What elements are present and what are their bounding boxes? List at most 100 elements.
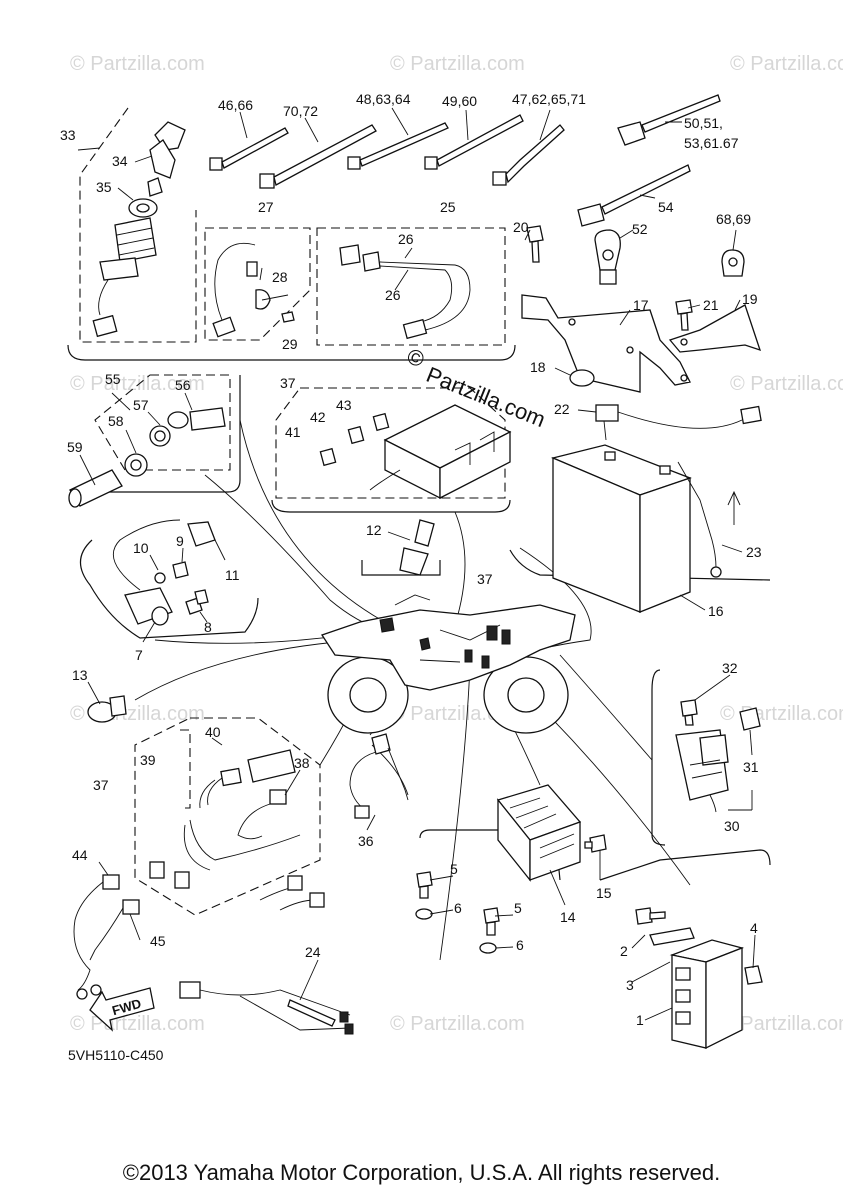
watermark: © Partzilla.com: [730, 53, 843, 75]
cap-56: [167, 407, 226, 431]
bolt-21: [675, 299, 693, 331]
group-bracket: [67, 344, 516, 361]
callout-22: 22: [554, 401, 570, 417]
fwd-arrow: FWD: [89, 987, 155, 1032]
group-55-line: [80, 375, 241, 493]
callout-52: 52: [632, 221, 648, 237]
watermark: © Partzilla.com: [720, 703, 843, 725]
group-frames: [67, 107, 771, 916]
callout-6a: 6: [454, 900, 462, 916]
callout-70: 70,72: [283, 103, 318, 119]
callout-2: 2: [620, 943, 628, 959]
callout-25: 25: [440, 199, 456, 215]
band-54: [577, 164, 691, 227]
callout-26b: 26: [385, 287, 401, 303]
callout-4: 4: [750, 920, 758, 936]
callout-50: 50,51,: [684, 115, 723, 131]
washer-6b: [479, 942, 497, 954]
bolt-9: [172, 561, 189, 579]
parts: FWD: [68, 94, 763, 1050]
sensor-27: [212, 242, 295, 338]
callout-5a: 5: [450, 861, 458, 877]
callout-48: 48,63,64: [356, 91, 411, 107]
callout-68: 68,69: [716, 211, 751, 227]
connector-38: [237, 789, 287, 840]
watermark: © Partzilla.com: [720, 1013, 843, 1035]
callout-6b: 6: [516, 937, 524, 953]
callout-7: 7: [135, 647, 143, 663]
callout-35: 35: [96, 179, 112, 195]
fuse-31: [739, 707, 761, 731]
callout-41: 41: [285, 424, 301, 440]
ignition-group-frame: [79, 107, 197, 343]
callout-37b: 37: [477, 571, 493, 587]
nut-58: [124, 453, 148, 477]
fuse-43: [372, 412, 390, 432]
watermark: © Partzilla.com: [70, 1013, 205, 1035]
callout-leaders: [77, 107, 756, 1021]
group-1-bracket: [599, 849, 771, 881]
callout-5b: 5: [514, 900, 522, 916]
callout-26a: 26: [398, 231, 414, 247]
coil-7: [112, 519, 216, 626]
callout-12: 12: [366, 522, 382, 538]
callout-43: 43: [336, 397, 352, 413]
callout-44: 44: [72, 847, 88, 863]
grommet-4: [744, 965, 763, 985]
group-7-bracket: [79, 539, 259, 639]
cable-23: [677, 461, 741, 578]
rectifier-14: [496, 784, 582, 882]
bracket-3: [649, 927, 695, 946]
callout-36: 36: [358, 833, 374, 849]
callout-45: 45: [150, 933, 166, 949]
callout-14: 14: [560, 909, 576, 925]
battery-16: [550, 444, 692, 613]
callout-46: 46,66: [218, 97, 253, 113]
bolt-5b: [483, 907, 500, 936]
callout-8: 8: [204, 619, 212, 635]
seal-57: [149, 425, 171, 447]
callout-40: 40: [205, 724, 221, 740]
callout-1: 1: [636, 1012, 644, 1028]
band-50: [617, 94, 721, 146]
callout-49: 49,60: [442, 93, 477, 109]
nut-35: [128, 198, 158, 218]
key-34: [147, 121, 186, 197]
watermark: © Partzilla.com: [730, 373, 843, 395]
callout-58: 58: [108, 413, 124, 429]
callout-29: 29: [282, 336, 298, 352]
group-37-box-frame: [275, 387, 506, 499]
harness-24: [179, 981, 354, 1035]
cable-tie-70: [259, 124, 377, 189]
watermark: © Partzilla.com: [70, 373, 205, 395]
callout-11: 11: [225, 567, 240, 583]
callout-21: 21: [703, 297, 719, 313]
callout-27: 27: [258, 199, 274, 215]
callout-30: 30: [724, 818, 740, 834]
washer-6a: [415, 908, 433, 920]
cable-tie-46: [209, 127, 289, 171]
cdi-unit-1: [669, 939, 745, 1050]
main-switch: [92, 217, 157, 338]
watermark-symbol: ©: [403, 343, 427, 372]
callout-9: 9: [176, 533, 184, 549]
cable-tie-49: [424, 114, 524, 170]
callout-17: 17: [633, 297, 649, 313]
leader-line: [454, 511, 466, 626]
callout-15: 15: [596, 885, 612, 901]
clamp-68: [721, 249, 745, 277]
watermark: © Partzilla.com: [70, 53, 205, 75]
relay-40: [199, 749, 296, 809]
callout-13: 13: [72, 667, 88, 683]
leader-line: [439, 664, 471, 961]
callout-56: 56: [175, 377, 191, 393]
group-25-frame: [316, 227, 506, 346]
cable-tie-48: [347, 122, 449, 170]
callout-38: 38: [294, 755, 310, 771]
callout-19: 19: [742, 291, 758, 307]
callout-47: 47,62,65,71: [512, 91, 586, 107]
callout-54: 54: [658, 199, 674, 215]
callout-42: 42: [310, 409, 326, 425]
callout-18: 18: [530, 359, 546, 375]
